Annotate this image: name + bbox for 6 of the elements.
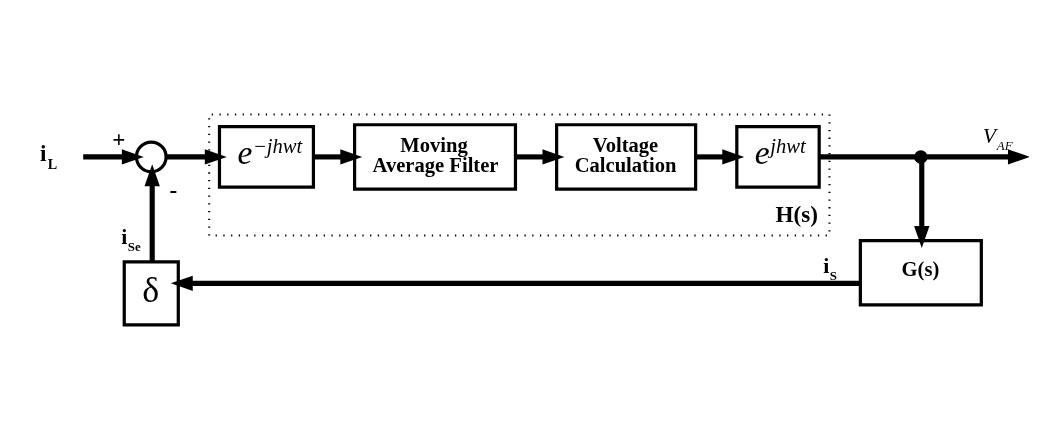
edge-label: i$_{S}$: [823, 254, 837, 284]
node-label: -: [169, 177, 178, 204]
edge-label: V$_{AF}$: [982, 124, 1013, 154]
node-label: +: [112, 126, 126, 153]
edge-label: i$_{Se}$: [121, 224, 141, 254]
node-text: i$_{L}$: [39, 140, 58, 173]
